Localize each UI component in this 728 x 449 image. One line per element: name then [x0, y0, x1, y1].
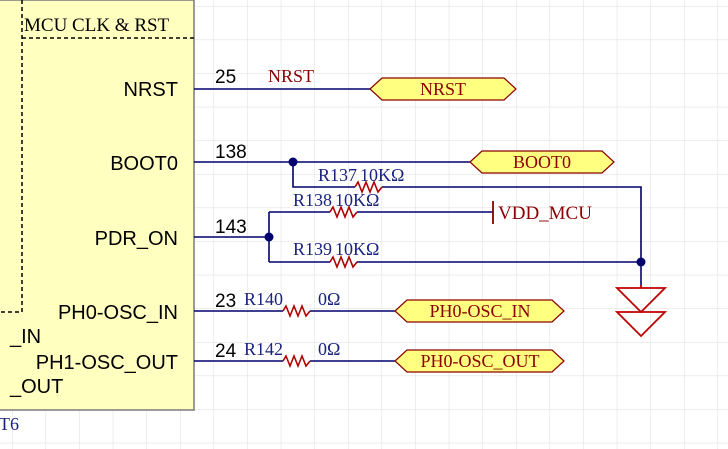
- port-nrst-shape: [369, 77, 517, 101]
- port-nrst[interactable]: NRST: [369, 77, 517, 101]
- pin-name-ph0-osc-in: PH0-OSC_IN: [58, 302, 178, 324]
- resistor-r142-icon: [282, 353, 311, 369]
- vdd-mcu-power[interactable]: VDD_MCU: [492, 201, 592, 224]
- resistor-r139-ref: R139: [293, 239, 332, 259]
- resistor-r140-ref: R140: [244, 289, 283, 309]
- net-label-nrst: NRST: [268, 66, 314, 86]
- vdd-mcu-label: VDD_MCU: [498, 203, 592, 224]
- wire-r137-branch: [292, 162, 355, 188]
- resistor-r142-ref: R142: [244, 339, 283, 359]
- resistor-r137-icon: [354, 179, 383, 195]
- port-ph0-osc-out-label: PH0-OSC_OUT: [420, 351, 539, 371]
- pin-number-24: 24: [215, 341, 237, 362]
- resistor-r138-icon: [329, 204, 358, 220]
- ground-icon[interactable]: [614, 285, 668, 338]
- pin-name-nrst: NRST: [124, 79, 178, 101]
- component-suffix-fragment: T6: [0, 414, 19, 434]
- junction-dot-ground: [636, 257, 646, 267]
- port-ph0-osc-in[interactable]: PH0-OSC_IN: [394, 299, 565, 323]
- port-ph0-osc-out-shape: [394, 349, 565, 373]
- port-boot0-shape: [469, 150, 615, 174]
- pin-name-ph1-osc-out: PH1-OSC_OUT: [36, 352, 178, 374]
- resistor-r139-value: 10KΩ: [335, 239, 379, 259]
- port-boot0-label: BOOT0: [513, 152, 571, 172]
- wires: [194, 88, 642, 362]
- pin-name-pdr-on: PDR_ON: [95, 228, 178, 250]
- left-fragment-in: _IN: [9, 326, 41, 348]
- resistor-symbols: [282, 179, 383, 369]
- port-boot0[interactable]: BOOT0: [469, 150, 615, 174]
- pin-name-boot0: BOOT0: [110, 153, 178, 175]
- left-fragment-out: _OUT: [9, 376, 63, 398]
- wire-r137-to-ground: [382, 186, 642, 262]
- junction-dot-boot0: [288, 157, 298, 167]
- pin-number-138: 138: [215, 142, 247, 163]
- resistor-r137-value: 10KΩ: [360, 165, 404, 185]
- port-ph0-osc-out[interactable]: PH0-OSC_OUT: [394, 349, 565, 373]
- mcu-component[interactable]: MCU CLK & RST NRST BOOT0 PDR_ON PH0-OSC_…: [0, 0, 195, 411]
- component-title: MCU CLK & RST: [24, 15, 170, 36]
- port-nrst-label: NRST: [420, 79, 466, 99]
- port-ph0-osc-in-label: PH0-OSC_IN: [429, 301, 530, 321]
- resistor-r138-value: 10KΩ: [335, 190, 379, 210]
- resistor-r140-value: 0Ω: [318, 289, 340, 309]
- resistor-r139-icon: [329, 254, 358, 270]
- component-body: [0, 0, 195, 411]
- pin-number-23: 23: [215, 291, 236, 312]
- subsection-dashed-box: [0, 0, 23, 313]
- port-ph0-osc-in-shape: [394, 299, 565, 323]
- resistor-r142-value: 0Ω: [318, 339, 340, 359]
- resistor-r140-icon: [282, 303, 311, 319]
- pin-number-143: 143: [215, 217, 247, 238]
- pin-number-25: 25: [215, 67, 236, 88]
- junction-dot-pdr-on: [264, 232, 274, 242]
- resistor-r137-ref: R137: [318, 165, 357, 185]
- resistor-r138-ref: R138: [293, 190, 332, 210]
